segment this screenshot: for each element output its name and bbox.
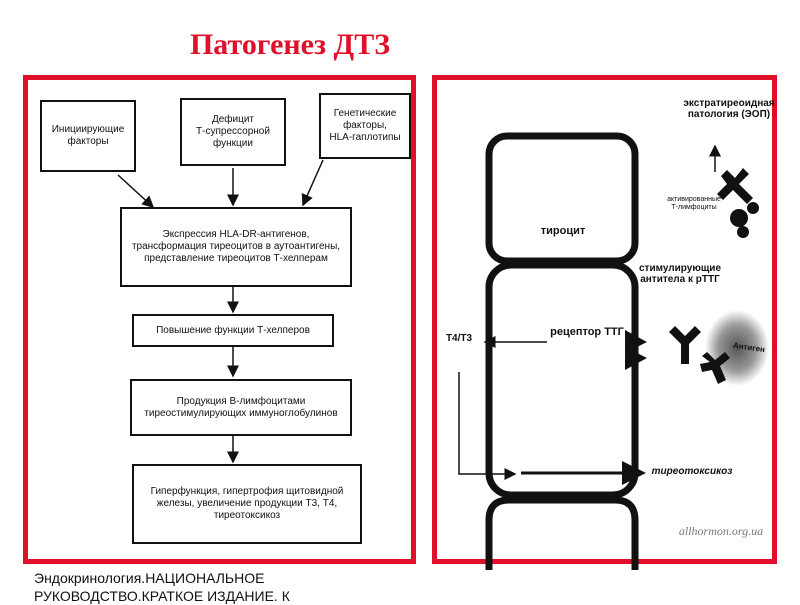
flowchart-panel: Инициирующие факторы Дефицит Т-супрессор… [23, 75, 416, 564]
cell-upper [485, 132, 639, 265]
arrow-down-left [458, 372, 517, 480]
label-thyrotoxicosis: тиреотоксикоз [651, 466, 733, 477]
box-b-lymphocyte-production: Продукция В-лимфоцитами тиреостимулирующ… [130, 379, 352, 436]
arrow-1-to-4 [117, 174, 155, 209]
box-t-helper-increase: Повышение функции Т-хелперов [132, 314, 334, 347]
antibody-on-antigen [700, 352, 730, 384]
box-initiating-factors: Инициирующие факторы [40, 100, 136, 172]
label-activated-lymphocytes: активированные Т-лимфоциты [667, 196, 721, 211]
label-thyrocyte: тироцит [540, 225, 586, 237]
label-t4t3: Т4/Т3 [445, 333, 473, 344]
antibody-near-receptor [669, 326, 701, 364]
receptor-shape [625, 330, 647, 370]
box-genetic-factors: Генетические факторы, HLA-гаплотипы [319, 93, 411, 159]
antibody-top-right [717, 168, 753, 204]
box-hyperfunction: Гиперфункция, гипертрофия щитовидной жел… [132, 464, 362, 544]
cell-thyrocyte [485, 261, 639, 499]
label-tsh-receptor: рецептор ТТГ [550, 326, 624, 338]
flowchart-arrows [117, 159, 324, 464]
lymphocyte-3 [737, 226, 749, 238]
label-extrathyroid: экстратиреоидная патология (ЭОП) [683, 98, 775, 120]
watermark: allhormon.org.ua [678, 524, 764, 538]
lymphocyte-1 [730, 209, 748, 227]
arrow-3-to-4 [301, 159, 324, 207]
cell-lower [485, 496, 639, 570]
thyrocyte-panel: экстратиреоидная патология (ЭОП) активир… [432, 75, 777, 570]
box-t-suppressor-deficit: Дефицит Т-супрессорной функции [180, 98, 286, 166]
lymphocyte-2 [747, 202, 759, 214]
page-title: Патогенез ДТЗ [189, 28, 391, 61]
label-stimulating-antibodies: стимулирующие антитела к рТТГ [638, 263, 722, 285]
box-hla-dr-expression: Экспрессия HLA-DR-антигенов, трансформац… [120, 207, 352, 287]
thyrocyte-schematic [458, 132, 769, 570]
antigen-blob [705, 310, 769, 386]
